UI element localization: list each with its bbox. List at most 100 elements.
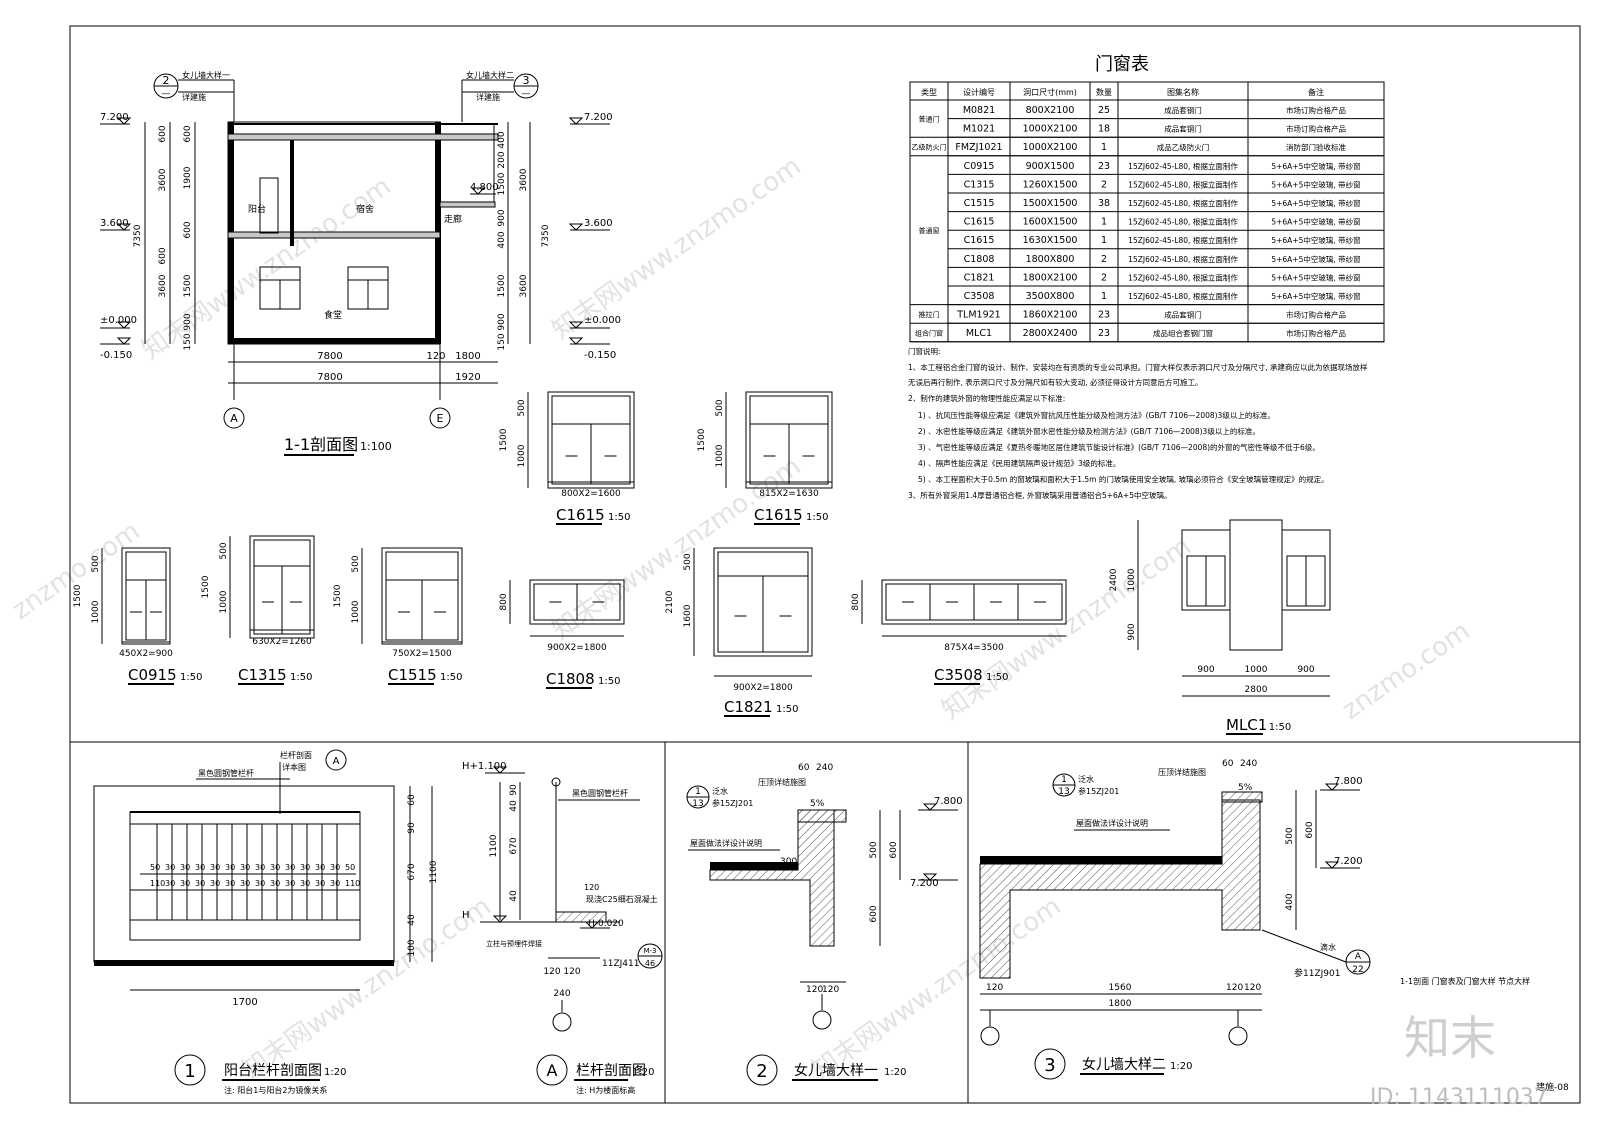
drawing-label: 120 xyxy=(426,351,445,362)
drawing-label: 1) 、抗风压性能等级应满足《建筑外窗抗风压性能分级及检测方法》(GB/T 71… xyxy=(918,410,1275,420)
table-cell: 15ZJ602-45-L80, 根据立面制作 xyxy=(1128,291,1238,301)
drawing-label: H+1.100 xyxy=(462,761,507,772)
drawing-label: 90 xyxy=(509,784,519,796)
sheet-border xyxy=(69,25,1581,1104)
table-cell: FMZJ1021 xyxy=(955,142,1002,153)
drawing-label: 黑色圆钢管栏杆 xyxy=(198,768,254,778)
drawing-label: 900X2=1800 xyxy=(547,643,607,653)
spacing-label: 30 xyxy=(315,879,325,888)
spacing-label: 30 xyxy=(330,863,340,872)
table-cell: 1500X1500 xyxy=(1023,198,1078,209)
drawing-label: 1:50 xyxy=(986,672,1008,683)
spacing-label: 30 xyxy=(255,863,265,872)
table-cell: 3500X800 xyxy=(1026,291,1075,302)
drawing-label: E xyxy=(437,412,444,425)
detail-railing-section: H+1.100 90 40 670 1100 40 黑色圆钢管栏杆 120 现浇… xyxy=(462,761,663,1095)
table-cell: 5+6A+5中空玻璃, 带纱窗 xyxy=(1271,217,1360,227)
table-cell: 5+6A+5中空玻璃, 带纱窗 xyxy=(1271,291,1360,301)
drawing-label: 2、制作的建筑外窗的物理性能应满足以下标准: xyxy=(908,393,1065,403)
table-title: 门窗表 xyxy=(1095,54,1149,75)
table-cell: 成品组合套钢门窗 xyxy=(1153,328,1213,338)
table-cell: 市场订购合格产品 xyxy=(1286,310,1346,320)
drawing-label: 750X2=1500 xyxy=(392,649,452,659)
callout-left-num: 2 xyxy=(163,74,170,87)
table-cell: C3508 xyxy=(964,291,995,302)
level: 3.600 xyxy=(584,218,613,229)
detail-title: 女儿墙大样一 xyxy=(794,1062,878,1079)
drawing-label: 1100 xyxy=(429,860,439,883)
spacing-label: 30 xyxy=(270,879,280,888)
room-label: 宿舍 xyxy=(356,203,374,215)
drawing-label: 600 xyxy=(183,221,193,238)
drawing-label: A xyxy=(1355,952,1362,962)
table-cell: 15ZJ602-45-L80, 根据立面制作 xyxy=(1128,179,1238,189)
drawing-label: 泛水 xyxy=(1078,774,1094,784)
spacing-label: 110 xyxy=(150,879,165,888)
drawing-label: 1700 xyxy=(232,997,257,1008)
drawing-label: A xyxy=(547,1061,558,1080)
drawing-label: 500 xyxy=(715,399,725,416)
table-cell: 1860X2100 xyxy=(1023,310,1078,321)
drawing-label: 注: H为楼面标高 xyxy=(576,1085,635,1095)
drawing-label: 800X2=1600 xyxy=(561,489,621,499)
table-cell: 5+6A+5中空玻璃, 带纱窗 xyxy=(1271,179,1360,189)
drawing-label: 13 xyxy=(1058,787,1069,797)
table-cell: 1630X1500 xyxy=(1023,235,1078,246)
drawing-label: 900 xyxy=(497,209,507,226)
drawing-label: 1000 xyxy=(1127,568,1137,591)
drawing-label: 800 xyxy=(851,593,861,610)
table-group: 乙级防火门 xyxy=(912,143,947,152)
table-cell: 1800X800 xyxy=(1026,254,1075,265)
drawing-label: 100 xyxy=(407,939,417,956)
spacing-label: 30 xyxy=(165,879,175,888)
drawing-label: 1500 xyxy=(497,172,507,195)
drawing-label: 4) 、隔声性能应满足《民用建筑隔声设计规范》3级的标准。 xyxy=(918,458,1120,468)
table-cell: 1000X2100 xyxy=(1023,124,1078,135)
table-cell: MLC1 xyxy=(966,328,992,339)
axis-bubble xyxy=(223,407,245,429)
detail-title: 阳台栏杆剖面图 xyxy=(224,1063,322,1079)
drawing-label: 屋面做法详设计说明 xyxy=(1076,818,1148,828)
level: -0.150 xyxy=(100,350,132,361)
drawing-label: 240 xyxy=(1240,759,1257,769)
drawing-label: 46 xyxy=(645,959,655,968)
drawing-label: 1000 xyxy=(351,600,361,623)
drawing-label: 1:100 xyxy=(360,440,392,453)
level: 7.200 xyxy=(100,112,129,123)
detail-balcony-railing: 5011030303030303030303030303030303030303… xyxy=(93,749,439,1095)
drawing-label: 120 xyxy=(584,883,599,892)
drawing-label: 2) 、水密性能等级应满足《建筑外窗水密性能分级及检测方法》(GB/T 7106… xyxy=(918,426,1260,436)
see-detail-right: 详建施 xyxy=(476,92,500,102)
parapet-right-label: 女儿墙大样二 xyxy=(466,70,514,80)
table-cell: 成品乙级防火门 xyxy=(1157,142,1210,152)
drawing-label: 60 xyxy=(798,763,810,773)
drawing-label: 1920 xyxy=(455,372,480,383)
drawing-label: 1500 xyxy=(333,584,343,607)
drawing-label: 压顶详结施图 xyxy=(1158,767,1206,777)
drawing-label: 600 xyxy=(158,247,168,264)
drawing-label: 60 xyxy=(1222,759,1234,769)
drawing-label: 500 xyxy=(1285,827,1295,844)
table-header: 数量 xyxy=(1096,87,1112,97)
drawing-label: 500 xyxy=(683,553,693,570)
drawing-label: 40 xyxy=(509,890,519,902)
watermark: 知末网www.znzmo.com xyxy=(547,451,807,645)
table-cell: C1615 xyxy=(964,235,995,246)
drawing-label: 120 xyxy=(986,983,1003,993)
spacing-label: 30 xyxy=(195,863,205,872)
spacing-label: 30 xyxy=(225,863,235,872)
drawing-label: 1:20 xyxy=(324,1067,346,1078)
spacing-label: 30 xyxy=(210,863,220,872)
drawing-label: 3、所有外窗采用1.4厚普通铝合框, 外窗玻璃采用普通铝合5+6A+5中空玻璃。 xyxy=(908,490,1171,500)
window-code: C1821 xyxy=(724,698,773,716)
table-cell: 15ZJ602-45-L80, 根据立面制作 xyxy=(1128,161,1238,171)
spacing-label: 30 xyxy=(300,863,310,872)
spacing-label: 30 xyxy=(165,863,175,872)
drawing-label: 1:50 xyxy=(806,512,828,523)
drawing-label: 1500 xyxy=(499,428,509,451)
drawing-label: 900 xyxy=(1127,623,1137,640)
drawing-label: 300 xyxy=(780,857,797,867)
brand-id: ID: 1143111037 xyxy=(1370,1085,1548,1110)
